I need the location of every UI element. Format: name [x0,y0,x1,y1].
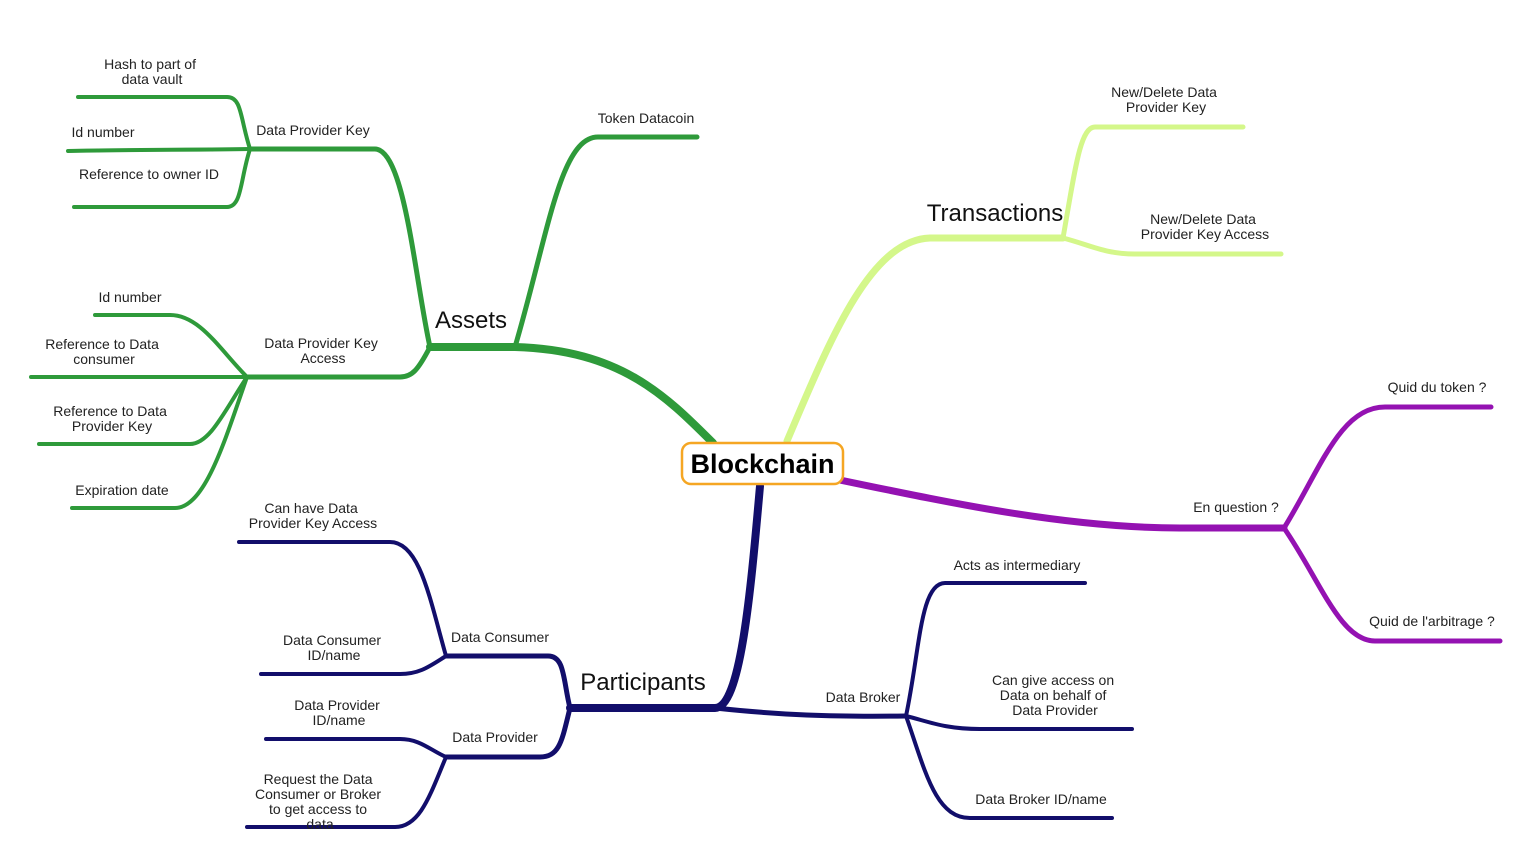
participants-label[interactable]: Participants [580,669,705,696]
key-access-line-1: Data Provider Key [264,335,378,351]
provider-request-line-2: Consumer or Broker [255,786,381,802]
transactions-label[interactable]: Transactions [927,200,1064,227]
broker-give-access-line-1: Can give access on [992,672,1114,688]
consumer-can-have-line-2: Provider Key Access [249,515,377,531]
provider-id-line-1: Data Provider [294,697,380,713]
broker-give-access-line-2: Data on behalf of [1000,687,1107,703]
trans-key-connector [1060,124,1246,241]
key-hash-line-1: Hash to part of [104,56,196,72]
access-id-label[interactable]: Id number [98,289,161,305]
provider-request-line-1: Request the Data [264,771,373,787]
trans-access-connector [1060,235,1284,257]
provider-id-line-2: ID/name [313,712,366,728]
quid-token-connector [1281,404,1494,531]
trans-key-label[interactable]: New/Delete Data Provider Key [1111,84,1221,115]
access-provider-label[interactable]: Reference to Data Provider Key [53,403,171,434]
key-id-label[interactable]: Id number [71,124,134,140]
data-broker-connector [712,705,909,719]
key-access-connector [244,344,433,380]
consumer-id-label[interactable]: Data Consumer ID/name [283,632,385,663]
trans-access-line-1: New/Delete Data [1150,211,1256,227]
access-id-connector [93,313,249,379]
consumer-can-have-label[interactable]: Can have Data Provider Key Access [249,500,377,531]
key-owner-connector [72,147,252,209]
quid-token-label[interactable]: Quid du token ? [1388,379,1487,395]
assets-branch [29,95,717,510]
trans-access-line-2: Provider Key Access [1141,226,1269,242]
access-expiration-label[interactable]: Expiration date [75,482,169,498]
broker-id-connector [904,714,1114,820]
provider-id-label[interactable]: Data Provider ID/name [294,697,383,728]
data-provider-key-access-label[interactable]: Data Provider Key Access [264,335,382,366]
data-provider-label[interactable]: Data Provider [452,729,538,745]
quid-arbitrage-connector [1281,525,1503,644]
provider-request-connector [245,755,448,829]
access-consumer-label[interactable]: Reference to Data consumer [45,336,163,367]
data-provider-connector [443,705,573,760]
access-provider-line-1: Reference to Data [53,403,167,419]
provider-request-label[interactable]: Request the Data Consumer or Broker to g… [255,771,385,832]
question-label[interactable]: En question ? [1193,499,1279,515]
quid-arbitrage-label[interactable]: Quid de l'arbitrage ? [1369,613,1495,629]
access-consumer-line-1: Reference to Data [45,336,159,352]
key-hash-line-2: data vault [122,71,183,87]
participants-branch [237,482,1134,829]
question-branch [836,404,1503,644]
question-main-connector [836,476,1288,532]
consumer-id-line-1: Data Consumer [283,632,381,648]
consumer-id-connector [259,654,448,676]
token-datacoin-label[interactable]: Token Datacoin [598,110,695,126]
broker-intermediary-label[interactable]: Acts as intermediary [954,557,1081,573]
broker-intermediary-connector [904,581,1087,718]
assets-main-connector [426,343,717,447]
provider-request-line-3: to get access to [269,801,367,817]
assets-label[interactable]: Assets [435,307,507,334]
consumer-can-have-connector [237,540,448,658]
data-provider-key-label[interactable]: Data Provider Key [256,122,370,138]
token-datacoin-connector [512,134,700,350]
data-broker-label[interactable]: Data Broker [826,689,901,705]
broker-id-label[interactable]: Data Broker ID/name [975,791,1107,807]
access-consumer-line-2: consumer [73,351,135,367]
root-label: Blockchain [690,449,834,479]
broker-give-access-line-3: Data Provider [1012,702,1098,718]
data-consumer-label[interactable]: Data Consumer [451,629,549,645]
access-expiration-connector [70,375,249,510]
consumer-can-have-line-1: Can have Data [264,500,358,516]
trans-access-label[interactable]: New/Delete Data Provider Key Access [1141,211,1269,242]
data-consumer-connector [443,653,573,711]
key-hash-connector [76,95,252,151]
provider-id-connector [264,737,448,759]
consumer-id-line-2: ID/name [308,647,361,663]
transactions-main-connector [783,234,1067,445]
key-hash-label[interactable]: Hash to part of data vault [104,56,200,87]
root-node-box [680,441,845,486]
trans-key-line-2: Provider Key [1126,99,1206,115]
access-provider-connector [37,375,249,446]
root-node[interactable]: Blockchain [680,441,845,486]
broker-give-access-label[interactable]: Can give access on Data on behalf of Dat… [992,672,1118,718]
broker-give-access-connector [904,714,1134,731]
provider-request-line-4: data [306,816,333,832]
key-owner-label[interactable]: Reference to owner ID [79,166,219,182]
access-provider-line-2: Provider Key [72,418,152,434]
trans-key-line-1: New/Delete Data [1111,84,1217,100]
transactions-branch [783,124,1284,445]
key-access-line-2: Access [300,350,345,366]
data-provider-key-connector [247,146,433,350]
key-id-connector [66,147,252,153]
